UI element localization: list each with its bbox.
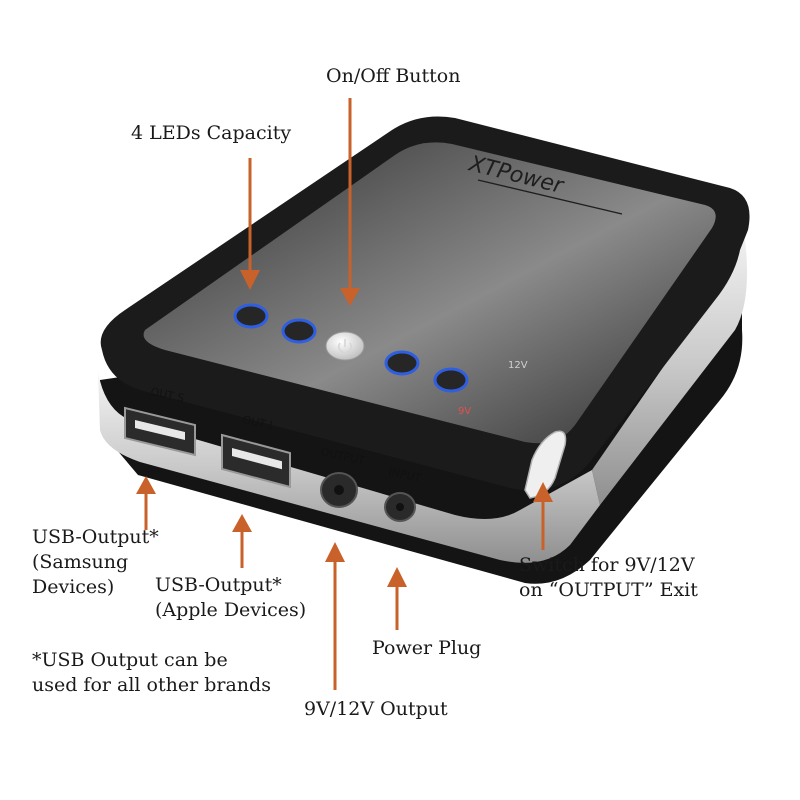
arrow-power-plug [387,567,407,630]
arrow-on-off [340,98,360,306]
callout-usb-apple: USB-Output* (Apple Devices) [155,573,306,623]
led-indicator-1 [233,303,269,329]
callout-power-plug: Power Plug [372,636,481,661]
arrow-output [325,542,345,690]
callout-output-text: 9V/12V Output [304,698,448,720]
callout-usb-samsung: USB-Output* (Samsung Devices) [32,525,159,600]
device-trim-side [592,225,748,505]
arrow-switch [533,482,553,550]
arrow-usb-samsung [136,476,156,530]
callout-leds-text: 4 LEDs Capacity [131,122,292,144]
callout-leds: 4 LEDs Capacity [131,121,291,146]
label-12v: 12V [508,360,528,371]
callout-arrows [136,98,553,690]
callout-usb-samsung-line3: Devices) [32,576,115,598]
dc-output-jack-pin [334,485,344,495]
brand-underline [477,179,623,215]
usb-port-apple-tongue [232,448,282,470]
device-top-panel [143,142,716,444]
callout-usb-apple-line2: (Apple Devices) [155,599,307,621]
port-label-out-i: OUT I [241,413,273,432]
callout-on-off-text: On/Off Button [326,65,461,87]
dc-input-jack-pin [396,503,404,511]
arrow-leds [240,158,260,290]
callout-switch-line1: Switch for 9V/12V [519,554,695,576]
callout-output: 9V/12V Output [304,697,448,722]
device-trim-front [98,372,600,563]
callout-note-line1: *USB Output can be [32,649,228,671]
led-indicator-2 [281,318,317,344]
callout-note-line2: used for all other brands [32,674,271,696]
callout-switch: Switch for 9V/12V on “OUTPUT” Exit [519,553,698,603]
power-icon [338,339,352,354]
callout-switch-line2: on “OUTPUT” Exit [519,579,698,601]
led-indicator-3 [384,350,420,376]
led-indicator-4 [433,367,469,393]
callout-power-plug-text: Power Plug [372,637,482,659]
label-9v: 9V [458,406,471,417]
callout-usb-apple-line1: USB-Output* [155,574,282,596]
callout-usb-samsung-line1: USB-Output* [32,526,159,548]
usb-port-samsung-tongue [135,420,185,441]
callout-note: *USB Output can be used for all other br… [32,648,271,698]
callout-on-off: On/Off Button [326,64,460,89]
callout-usb-samsung-line2: (Samsung [32,551,129,573]
arrow-usb-apple [232,514,252,568]
